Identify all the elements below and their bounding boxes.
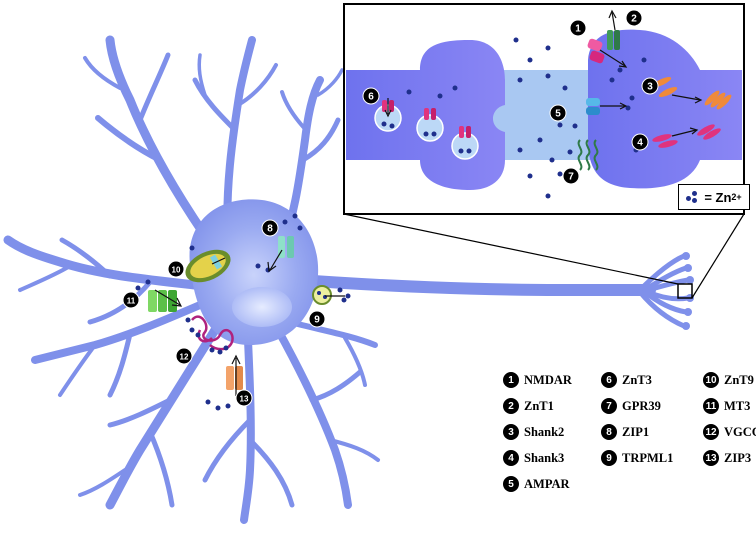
svg-text:1: 1 — [575, 24, 581, 35]
marker-7: 7 — [562, 167, 580, 185]
soma-arrows — [154, 249, 345, 396]
zinc-ion-icon — [686, 190, 702, 204]
legend-item-ampar: 5 AMPAR — [503, 476, 570, 492]
svg-text:8: 8 — [267, 224, 273, 235]
terminal-boutons — [682, 252, 694, 330]
marker-3: 3 — [641, 77, 659, 95]
shank3-protein — [652, 124, 721, 148]
legend-number-badge: 6 — [601, 372, 617, 388]
znt1-transporter — [607, 30, 620, 50]
synapse-inset — [343, 3, 745, 299]
legend-number-badge: 11 — [703, 398, 719, 414]
znt9-mitochondrion — [185, 249, 231, 283]
zinc-key-charge: 2+ — [731, 192, 742, 202]
zip1-transporter — [278, 236, 294, 258]
postsynaptic-spine — [588, 29, 742, 189]
axon — [294, 274, 656, 297]
legend-label: ZnT9 — [724, 372, 754, 387]
marker-13: 13 — [235, 389, 253, 407]
nucleus — [232, 287, 292, 327]
legend-number-badge: 5 — [503, 476, 519, 492]
legend-label: ZIP3 — [724, 450, 752, 465]
legend-item-shank2: 3 Shank2 — [503, 424, 564, 440]
zip3-transporter — [226, 366, 243, 390]
svg-text:2: 2 — [631, 14, 637, 25]
legend-item-trpml1: 9 TRPML1 — [601, 450, 673, 466]
shank2-protein — [652, 76, 732, 110]
legend: 1 NMDAR 2 ZnT1 3 Shank2 4 Shank3 5 AMPAR 6 ZnT3 7 GPR… — [503, 372, 756, 532]
legend-item-gpr39: 7 GPR39 — [601, 398, 661, 414]
zinc-key-label: = Zn — [704, 189, 732, 205]
legend-label: TRPML1 — [622, 450, 674, 465]
dendrites — [3, 35, 380, 524]
marker-8: 8 — [261, 219, 279, 237]
gpr39-receptor — [577, 139, 599, 171]
nmdar-channel — [587, 38, 605, 64]
legend-label: Shank2 — [524, 424, 565, 439]
marker-2: 2 — [625, 9, 643, 27]
legend-item-zip3: 13 ZIP3 — [703, 450, 751, 466]
legend-label: ZIP1 — [622, 424, 650, 439]
marker-9: 9 — [308, 310, 326, 328]
marker-1: 1 — [569, 19, 587, 37]
legend-number-badge: 1 — [503, 372, 519, 388]
legend-item-vgcc: 12 VGCC — [703, 424, 756, 440]
legend-item-znt3: 6 ZnT3 — [601, 372, 652, 388]
svg-text:10: 10 — [172, 266, 181, 275]
legend-number-badge: 12 — [703, 424, 719, 440]
svg-text:13: 13 — [240, 395, 249, 404]
legend-item-znt1: 2 ZnT1 — [503, 398, 554, 414]
legend-number-badge: 9 — [601, 450, 617, 466]
legend-item-shank3: 4 Shank3 — [503, 450, 564, 466]
marker-4: 4 — [631, 133, 649, 151]
axon-terminals — [637, 253, 691, 329]
marker-12: 12 — [175, 347, 193, 365]
legend-number-badge: 13 — [703, 450, 719, 466]
legend-label: ZnT1 — [524, 398, 554, 413]
synapse-arrows — [384, 9, 703, 137]
svg-text:4: 4 — [637, 138, 643, 149]
legend-item-nmdar: 1 NMDAR — [503, 372, 572, 388]
legend-item-mt3: 11 MT3 — [703, 398, 750, 414]
legend-number-badge: 3 — [503, 424, 519, 440]
svg-text:5: 5 — [555, 109, 561, 120]
legend-label: GPR39 — [622, 398, 661, 413]
svg-text:6: 6 — [368, 92, 374, 103]
legend-label: ZnT3 — [622, 372, 652, 387]
marker-5: 5 — [549, 104, 567, 122]
marker-6: 6 — [362, 87, 380, 105]
marker-10: 10 — [167, 260, 185, 278]
legend-label: NMDAR — [524, 372, 572, 387]
synaptic-vesicles — [374, 100, 479, 160]
svg-text:7: 7 — [568, 172, 574, 183]
marker-11: 11 — [122, 291, 140, 309]
legend-number-badge: 2 — [503, 398, 519, 414]
zoom-box — [677, 283, 693, 299]
legend-item-zip1: 8 ZIP1 — [601, 424, 649, 440]
legend-number-badge: 7 — [601, 398, 617, 414]
legend-number-badge: 4 — [503, 450, 519, 466]
legend-label: VGCC — [724, 424, 756, 439]
trpml1-lysosome — [312, 285, 332, 305]
svg-text:3: 3 — [647, 82, 653, 93]
legend-number-badge: 8 — [601, 424, 617, 440]
svg-text:12: 12 — [180, 353, 189, 362]
legend-label: AMPAR — [524, 476, 570, 491]
svg-text:11: 11 — [127, 297, 136, 306]
synapse-zinc-ions — [381, 37, 647, 199]
ampar-channel — [586, 98, 600, 115]
legend-item-znt9: 10 ZnT9 — [703, 372, 754, 388]
legend-label: MT3 — [724, 398, 751, 413]
legend-label: Shank3 — [524, 450, 565, 465]
legend-number-badge: 10 — [703, 372, 719, 388]
svg-text:9: 9 — [314, 315, 320, 326]
